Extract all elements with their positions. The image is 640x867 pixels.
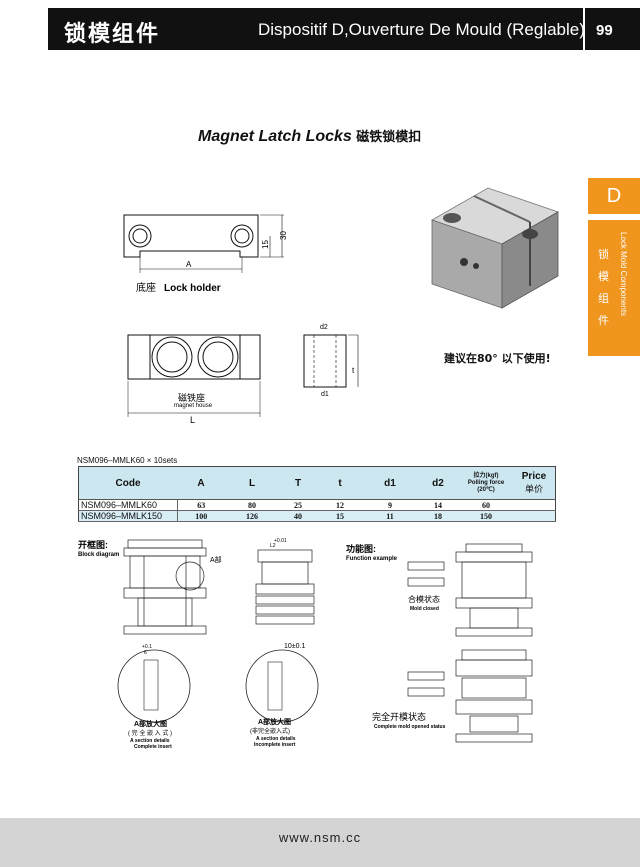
price-cn: 单价 [524,484,543,494]
opened-en: Complete mold opened status [374,724,446,730]
pull-force-cn: 拉力(kgf) [473,472,499,479]
cell-l: 80 [225,499,279,511]
dim-d1-label: d1 [321,391,329,398]
magnet-caption-en: magnet house [174,403,213,409]
dim-10-label: 10±0.1 [284,643,305,650]
side-tab [588,220,640,356]
detail-circle-complete [117,649,191,723]
col-pull-force: 拉力(kgf) Polling force (20℃) [459,466,513,500]
header-title-cn: 锁模组件 [64,22,161,47]
detail2-en2: Incomplete insert [254,742,296,748]
detail1-cn: A部放大图 [134,719,167,728]
a-part-label: A部 [210,555,222,564]
cell-t-lower: 15 [317,510,363,522]
section-title: Magnet Latch Locks 磁铁锁模扣 [198,126,421,146]
side-tab-letter: D [588,178,640,214]
detail-insert-complete [143,659,159,711]
cell-t-upper: 40 [279,510,317,522]
table-caption: NSM096–MMLK60 × 10sets [77,456,178,465]
detail1-en2: Complete insert [134,744,172,750]
function-cn: 功能图: [346,543,376,554]
cell-price [513,499,556,511]
holder-caption-cn: 底座 [136,281,156,294]
cell-a: 100 [177,510,225,522]
cell-t-lower: 12 [317,499,363,511]
holder-caption-en: Lock holder [164,283,221,294]
dim-30-label: 30 [279,231,288,240]
section-title-en: Magnet Latch Locks [198,128,352,145]
dim-001-label: +0.01 [274,538,287,544]
cell-force: 60 [459,499,513,511]
detail-insert-incomplete [267,661,283,711]
pull-force-temp: (20℃) [477,486,495,493]
pull-force-en: Polling force [467,479,505,486]
header-title-en: Dispositif D,Ouverture De Mould (Reglabl… [258,20,585,39]
cell-price [513,510,556,522]
section-title-cn: 磁铁锁模扣 [356,130,422,145]
block-diagram-mold [123,539,207,635]
dim-l-label: L [190,415,195,425]
function-diagrams: 功能图: Function example 合模状态 Mold closed 完… [346,543,533,743]
dim-d2-label: d2 [320,324,328,331]
block-cn: 开框图: [78,539,108,550]
usage-advice: 建议在80° 以下使用! [444,352,551,365]
col-d2: d2 [417,466,459,500]
footer-url: www.nsm.cc [278,830,362,845]
cell-code: NSM096–MMLK150 [78,510,178,522]
table-row: NSM096–MMLK150 100 126 40 15 11 18 150 [78,510,556,522]
product-image [431,187,559,309]
closed-cn: 合模状态 [408,594,440,604]
detail1-en: A section details [130,738,170,744]
detail2-en: A section details [256,736,296,742]
technical-drawings: A 15 30 底座 Lock holder 磁铁座 magnet house … [123,214,359,425]
cell-d2: 14 [417,499,459,511]
cell-force: 150 [459,510,513,522]
cell-code: NSM096–MMLK60 [78,499,178,511]
col-price: Price 单价 [513,466,556,500]
detail1-cn2: ( 完 全 嵌 入 式 ) [128,729,172,737]
table-header-row: Code A L T t d1 d2 拉力(kgf) Polling force… [78,466,556,500]
dim-t-lower-label: t [352,366,355,375]
detail2-cn2: (非完全嵌入式) [250,727,290,735]
col-a: A [177,466,225,500]
col-code: Code [78,466,177,500]
col-t-upper: T [279,466,317,500]
header-divider [583,8,585,50]
col-l: L [225,466,279,500]
closed-mold-drawing [407,543,533,637]
lock-holder-drawing [123,214,284,273]
header-bar [48,8,640,50]
dim-01-label: +0.1 [142,644,152,650]
table-row: NSM096–MMLK60 63 80 25 12 9 14 60 [78,499,556,511]
price-en: Price [521,471,547,482]
closed-en: Mold closed [410,606,439,612]
cell-t-upper: 25 [279,499,317,511]
detail2-cn: A部放大图 [258,717,291,726]
cell-d1: 9 [363,499,417,511]
detail-circle-incomplete [245,649,319,723]
spec-table: Code A L T t d1 d2 拉力(kgf) Polling force… [78,466,556,522]
cell-d1: 11 [363,510,417,522]
page-number: 99 [596,22,613,39]
opened-mold-drawing [407,649,533,743]
block-diagrams: 开框图: Block diagram A部 +0.01 L2 +0.1 6 10… [78,538,319,750]
opened-cn: 完全开模状态 [372,711,426,722]
col-d1: d1 [363,466,417,500]
side-tab-label-cn: 锁模组件 [598,248,609,327]
dim-l2-label: L2 [270,543,276,549]
dim-a-label: A [186,260,192,269]
magnet-caption-cn: 磁铁座 [178,392,205,403]
col-t-lower: t [317,466,363,500]
side-tab-label-en: Lock Mold Components [619,232,628,317]
block-diagram-section [255,549,315,625]
dim-6-label: 6 [144,650,147,656]
dim-15-label: 15 [261,240,270,249]
block-en: Block diagram [78,552,119,558]
magnet-house-drawing [127,334,359,417]
function-en: Function example [346,556,398,562]
cell-l: 126 [225,510,279,522]
cell-a: 63 [177,499,225,511]
cell-d2: 18 [417,510,459,522]
page-footer [0,818,640,867]
